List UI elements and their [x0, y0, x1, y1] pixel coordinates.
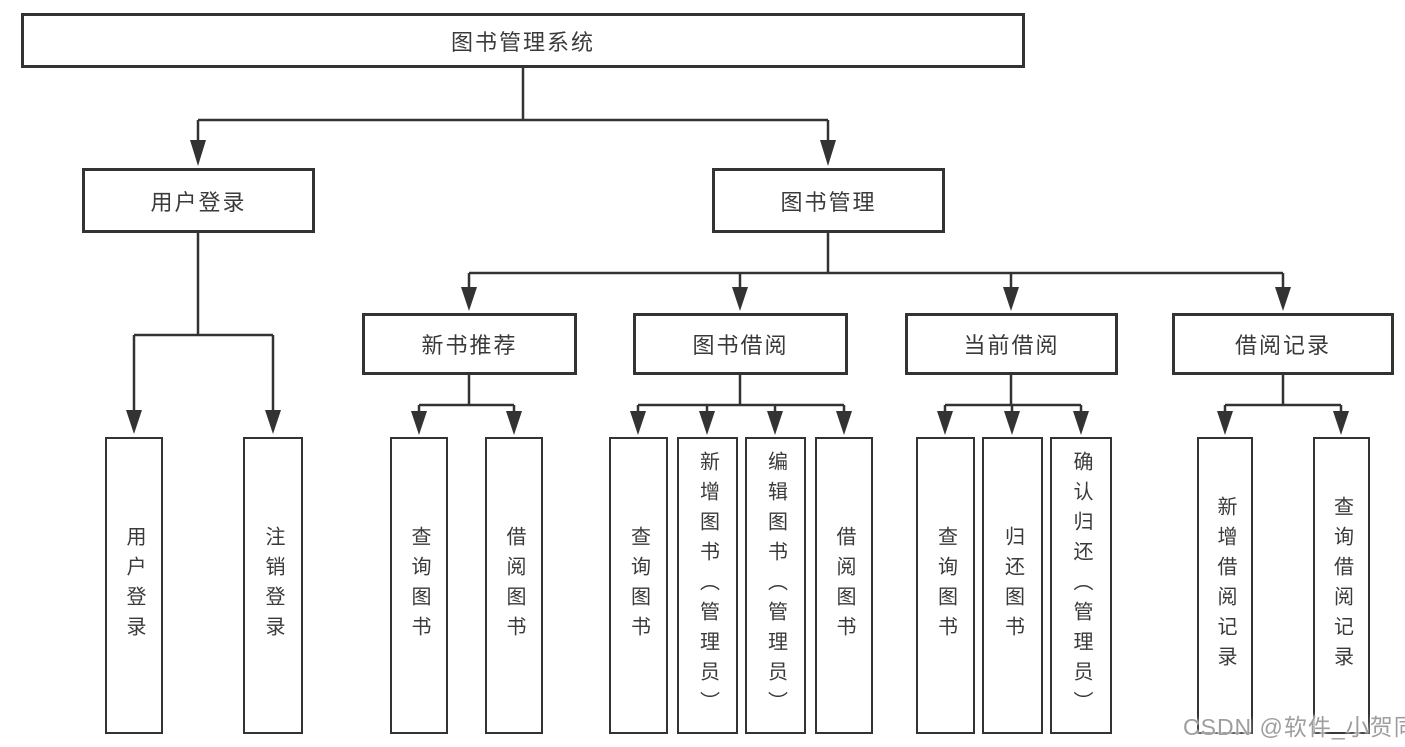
node-label: 注销登录	[262, 525, 284, 646]
node-label: 新书推荐	[421, 333, 518, 358]
node-label: 查询图书	[934, 525, 957, 646]
connector-user-login-to-children	[132, 233, 275, 430]
leaf-query-borrow-record: 查询借阅记录	[1313, 437, 1370, 734]
arrow-down-icon	[506, 411, 522, 435]
leaf-add-borrow-record: 新增借阅记录	[1197, 437, 1253, 734]
arrow-down-icon	[411, 411, 427, 435]
leaf-confirm-return-admin: 确认归还（管理员）	[1050, 437, 1112, 734]
node-label: 图书管理系统	[450, 29, 595, 55]
arrow-down-icon	[126, 410, 142, 434]
arrow-down-icon	[461, 287, 477, 311]
arrow-down-icon	[1217, 411, 1233, 435]
node-label: 查询借阅记录	[1330, 495, 1353, 676]
arrow-down-icon	[1073, 411, 1089, 435]
arrow-down-icon	[1333, 411, 1349, 435]
arrow-down-icon	[1004, 411, 1020, 435]
leaf-edit-book-admin: 编辑图书（管理员）	[745, 437, 806, 734]
leaf-query-books-current: 查询图书	[916, 437, 975, 734]
arrow-down-icon	[265, 410, 281, 434]
node-label: 编辑图书（管理员）	[764, 450, 787, 721]
leaf-borrow-books-recommend: 借阅图书	[485, 437, 543, 734]
csdn-watermark: CSDN @软件_小贺同学	[1183, 714, 1405, 740]
node-label: 用户登录	[150, 189, 247, 215]
node-label: 借阅记录	[1234, 333, 1331, 358]
leaf-add-book-admin: 新增图书（管理员）	[677, 437, 738, 734]
arrow-down-icon	[630, 411, 646, 435]
arrow-down-icon	[937, 411, 953, 435]
node-book-management: 图书管理	[712, 168, 945, 233]
connector-borrow-records-to-children	[1223, 375, 1343, 430]
arrow-down-icon	[820, 140, 836, 166]
node-label: 当前借阅	[963, 333, 1060, 358]
leaf-logout: 注销登录	[243, 437, 303, 734]
node-label: 借阅图书	[503, 525, 525, 646]
arrow-down-icon	[836, 411, 852, 435]
arrow-down-icon	[699, 411, 715, 435]
node-label: 新增借阅记录	[1214, 495, 1236, 676]
node-label: 图书管理	[780, 189, 877, 215]
leaf-query-books-recommend: 查询图书	[390, 437, 448, 734]
leaf-query-books-borrow: 查询图书	[609, 437, 668, 734]
node-label: 图书借阅	[692, 333, 789, 358]
arrow-down-icon	[1003, 287, 1019, 311]
node-label: 借阅图书	[833, 525, 855, 646]
connector-book-borrow-to-children	[636, 375, 846, 430]
node-library-management-system: 图书管理系统	[21, 13, 1025, 68]
arrow-down-icon	[767, 411, 783, 435]
node-label: 用户登录	[123, 525, 145, 646]
node-user-login: 用户登录	[82, 168, 315, 233]
connector-lines	[132, 68, 1343, 430]
node-borrow-records: 借阅记录	[1172, 313, 1394, 375]
node-label: 查询图书	[408, 525, 430, 646]
node-label: 查询图书	[627, 525, 650, 646]
arrow-down-icon	[732, 287, 748, 311]
node-label: 确认归还（管理员）	[1070, 450, 1092, 721]
node-new-book-recommend: 新书推荐	[362, 313, 577, 375]
arrow-down-icon	[1275, 287, 1291, 311]
arrow-down-icon	[190, 140, 206, 166]
leaf-borrow-books: 借阅图书	[815, 437, 873, 734]
arrowheads	[126, 140, 1349, 435]
connector-root-to-level2	[196, 68, 830, 162]
connector-new-book-to-children	[417, 375, 516, 430]
node-book-borrow: 图书借阅	[633, 313, 848, 375]
node-current-borrow: 当前借阅	[905, 313, 1118, 375]
leaf-return-book: 归还图书	[982, 437, 1043, 734]
leaf-user-login: 用户登录	[105, 437, 163, 734]
node-label: 归还图书	[1001, 525, 1024, 646]
node-label: 新增图书（管理员）	[696, 450, 719, 721]
connector-book-management-to-children	[467, 233, 1285, 306]
